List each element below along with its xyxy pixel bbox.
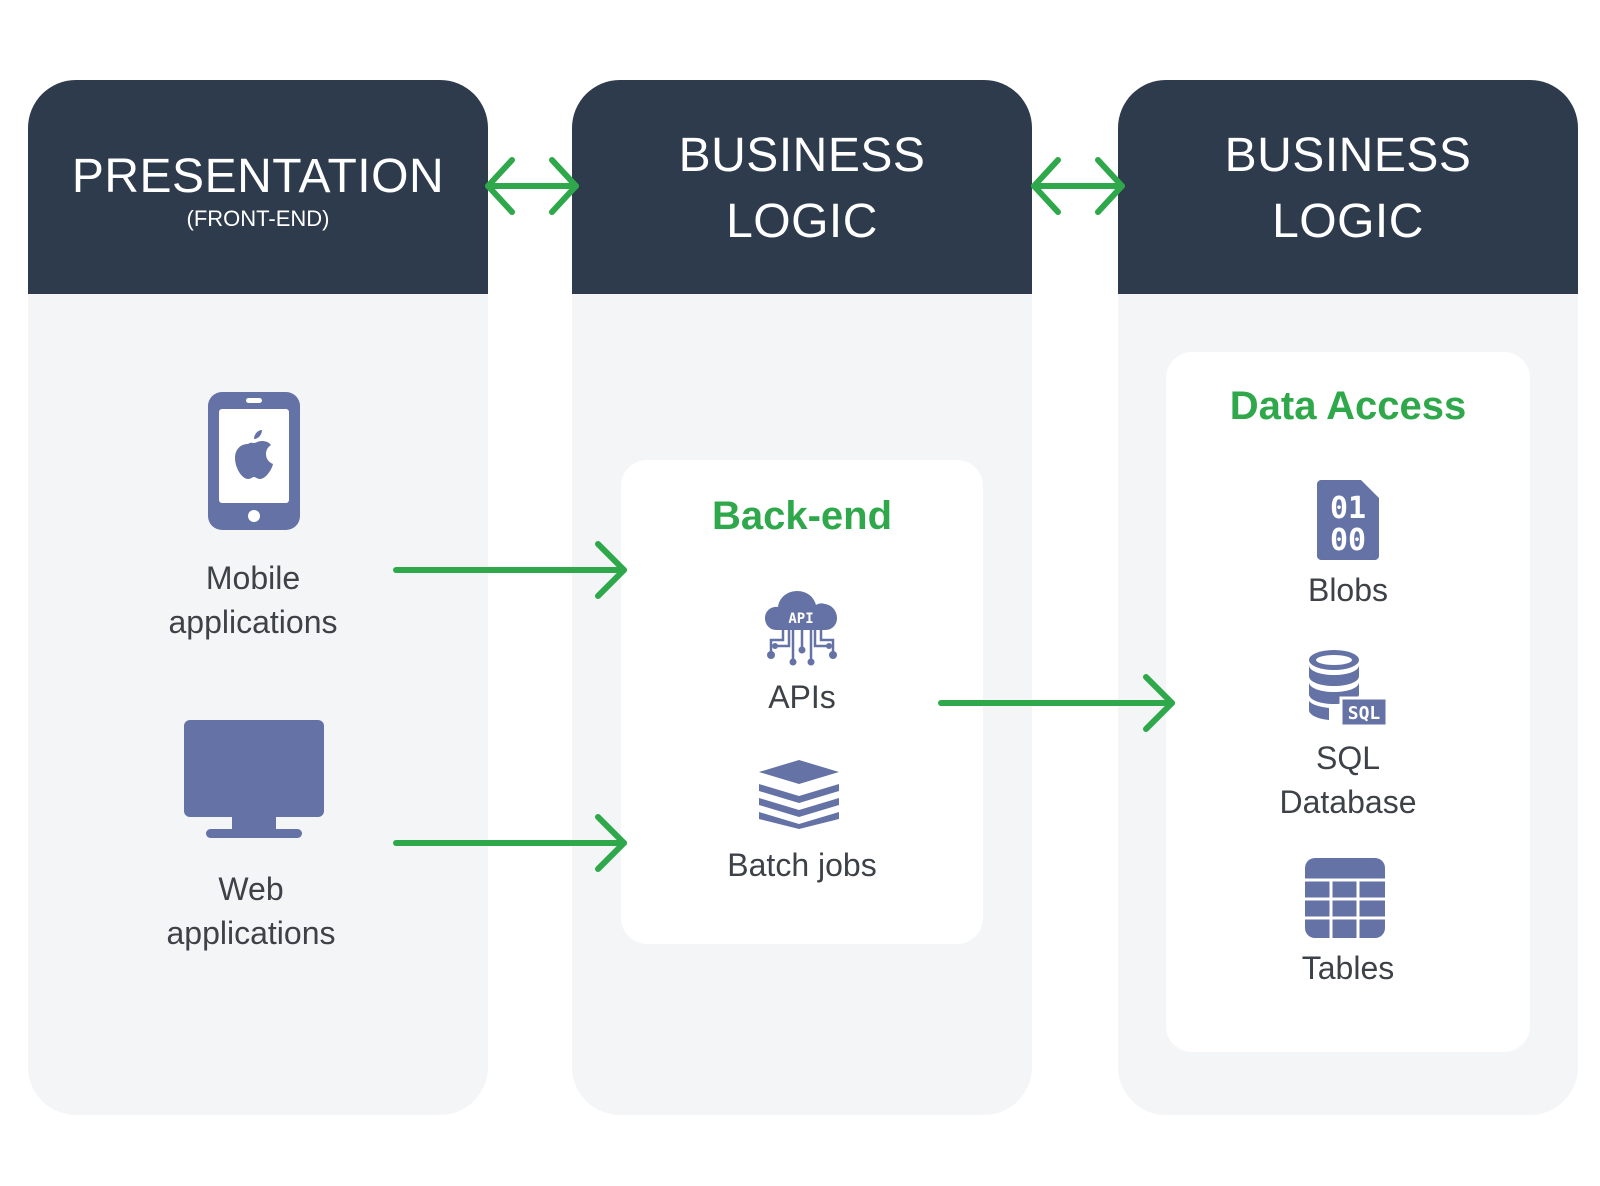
bidirectional-arrow-1 <box>485 157 579 215</box>
web-label-line2: applications <box>166 915 336 951</box>
sql-icon-text: SQL <box>1348 703 1381 724</box>
mobile-label-line1: Mobile <box>205 560 301 596</box>
data-access-title: Data Access <box>1229 384 1467 428</box>
presentation-subtitle: (FRONT-END) <box>186 206 330 231</box>
layers-stack-icon <box>759 760 839 829</box>
backend-title: Back-end <box>711 494 893 538</box>
presentation-title: PRESENTATION <box>71 150 445 203</box>
blobs-label: Blobs <box>1307 572 1389 608</box>
business-logic-title-line1: BUSINESS <box>678 129 926 182</box>
sql-database-icon: SQL <box>1309 650 1389 728</box>
backend-box: Back-end API APIs <box>621 460 983 944</box>
blob-icon-text-2: 00 <box>1330 523 1366 558</box>
data-access-box: Data Access 01 00 Blobs SQL SQL Database <box>1166 352 1530 1052</box>
presentation-header: PRESENTATION (FRONT-END) <box>28 80 488 294</box>
smartphone-apple-icon <box>208 392 300 530</box>
sql-label-line2: Database <box>1279 784 1417 820</box>
sql-database-label: SQL Database <box>1166 736 1530 824</box>
tables-label: Tables <box>1301 950 1395 986</box>
business-logic-title-line2: LOGIC <box>1272 195 1424 248</box>
business-logic-header-1: BUSINESS LOGIC <box>572 80 1032 294</box>
sql-label-line1: SQL <box>1315 740 1381 776</box>
business-logic-title-line2: LOGIC <box>726 195 878 248</box>
web-applications-label: Web applications <box>28 867 474 955</box>
apis-label: APIs <box>768 679 836 715</box>
mobile-applications-label: Mobile applications <box>28 556 478 644</box>
api-cloud-icon: API <box>765 591 837 666</box>
batch-jobs-label: Batch jobs <box>727 847 877 883</box>
business-logic-header-2: BUSINESS LOGIC <box>1118 80 1578 294</box>
binary-file-icon: 01 00 <box>1317 480 1379 560</box>
business-logic-column-backend: BUSINESS LOGIC Back-end API APIs <box>572 80 1032 1115</box>
svg-text:API: API <box>788 611 813 627</box>
monitor-icon <box>184 720 324 838</box>
table-grid-icon <box>1305 858 1385 938</box>
business-logic-title-line1: BUSINESS <box>1224 129 1472 182</box>
business-logic-column-data: BUSINESS LOGIC Data Access 01 00 Blobs S… <box>1118 80 1578 1115</box>
bidirectional-arrow-2 <box>1031 157 1125 215</box>
blob-icon-text-1: 01 <box>1330 491 1366 526</box>
mobile-label-line2: applications <box>168 604 338 640</box>
presentation-column: PRESENTATION (FRONT-END) Mobile applicat… <box>28 80 488 1115</box>
web-label-line1: Web <box>218 871 284 907</box>
